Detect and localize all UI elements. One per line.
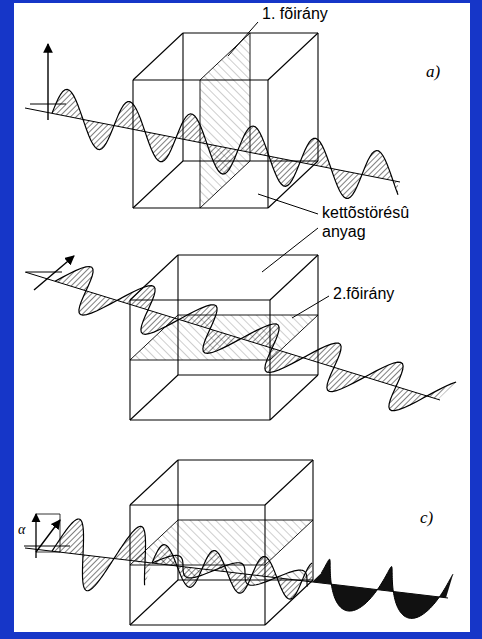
ordinary-wave-fill bbox=[152, 545, 312, 599]
cube-edge bbox=[270, 375, 318, 420]
cube-edge bbox=[178, 374, 318, 375]
tick-line bbox=[26, 272, 62, 273]
principal-plane bbox=[200, 33, 250, 208]
cube-edge bbox=[268, 33, 318, 80]
light-wave-fill bbox=[52, 519, 152, 591]
light-wave bbox=[52, 519, 146, 591]
part-label: 1. fõirány bbox=[262, 4, 328, 23]
tick-line bbox=[30, 104, 66, 105]
crystal-cube bbox=[130, 460, 313, 625]
polarisation-arrow bbox=[47, 44, 48, 120]
part-label: 2.fõirány bbox=[333, 284, 394, 303]
cube-edge bbox=[178, 254, 318, 255]
cube-edge bbox=[130, 419, 270, 420]
cube-edge bbox=[312, 460, 313, 580]
cube-edge bbox=[133, 33, 183, 80]
cube-edge bbox=[130, 375, 178, 420]
cube-edge bbox=[130, 580, 178, 625]
light-wave bbox=[55, 266, 456, 410]
cube-edge bbox=[133, 79, 268, 80]
cube-edge bbox=[133, 207, 268, 208]
elliptic-wave-fill bbox=[312, 559, 453, 618]
light-wave-fill bbox=[52, 89, 398, 198]
cube-edge bbox=[265, 460, 313, 505]
panel-letter: a) bbox=[426, 62, 440, 81]
cube-edge bbox=[133, 161, 183, 208]
leader-line bbox=[228, 22, 258, 56]
cube-edge bbox=[129, 300, 130, 420]
cube-edge bbox=[130, 460, 178, 505]
leader-line bbox=[258, 194, 318, 214]
tick-line bbox=[24, 546, 70, 547]
light-wave-fill bbox=[55, 266, 456, 410]
angle-symbol: α bbox=[18, 520, 25, 539]
extraordinary-wave bbox=[152, 555, 307, 586]
elliptic-wave bbox=[321, 559, 453, 618]
polarisation-arrow bbox=[34, 256, 74, 290]
cube-edge bbox=[183, 32, 318, 33]
cube-edge bbox=[129, 505, 130, 625]
cube-edge bbox=[267, 80, 268, 208]
ordinary-wave bbox=[152, 545, 312, 599]
cube-edge bbox=[132, 80, 133, 208]
polarisation-arrow bbox=[36, 520, 60, 552]
cube-edge bbox=[270, 255, 318, 300]
cube-edge bbox=[182, 33, 183, 161]
leader-line bbox=[262, 228, 318, 272]
cube-edge bbox=[130, 624, 265, 625]
cube-edge bbox=[178, 459, 313, 460]
leader-line bbox=[292, 296, 329, 318]
cube-edge bbox=[177, 255, 178, 375]
extraordinary-wave-fill bbox=[152, 555, 312, 586]
panel-letter: c) bbox=[420, 508, 433, 527]
part-label: kettõstörésû anyag bbox=[322, 203, 434, 241]
light-wave bbox=[52, 89, 398, 198]
cube-edge bbox=[130, 504, 265, 505]
